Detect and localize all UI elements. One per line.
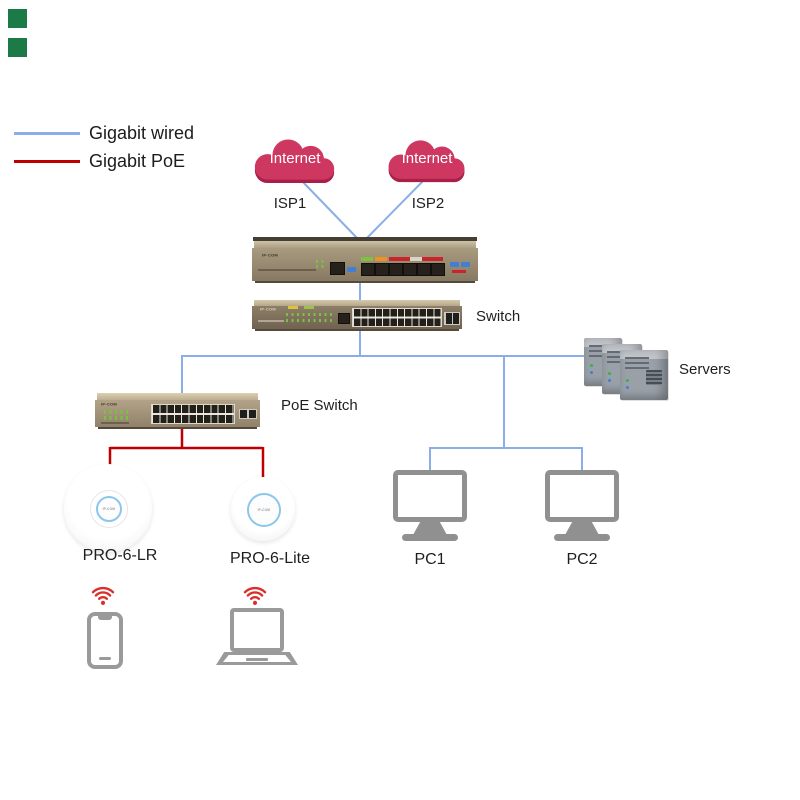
ap-ring: IP-COM: [96, 496, 122, 522]
led-label: [288, 306, 298, 309]
led-indicators: [286, 313, 332, 316]
lan-port: [417, 263, 431, 276]
device-top-surface: [254, 241, 476, 248]
monitor-base: [554, 534, 610, 541]
port-strip-label: [410, 257, 422, 261]
wan-port: [375, 263, 389, 276]
model-text-blur: [258, 269, 316, 271]
isp2-label: ISP2: [411, 195, 445, 212]
sfp-port: [239, 409, 248, 419]
ap-brand-text: IP-COM: [102, 507, 116, 511]
device-top-edge: [253, 237, 477, 241]
isp1-label: ISP1: [273, 195, 307, 212]
led-green: [608, 372, 611, 375]
usb-port: [461, 262, 470, 267]
monitor-icon: [545, 470, 619, 522]
poe-switch: IP-COM: [95, 393, 260, 429]
device-bottom-edge: [98, 427, 257, 429]
server-tower: [620, 350, 668, 400]
gigabit-wired-lines: [181, 179, 600, 472]
led-indicators: [104, 410, 130, 414]
console-port: [338, 313, 350, 324]
pc1-label: PC1: [414, 551, 446, 568]
device-bottom-edge: [255, 281, 475, 283]
device-top-surface: [254, 300, 460, 306]
port-strip-orange: [375, 257, 387, 261]
ap-brand-text: IP-COM: [257, 508, 271, 512]
legend-poe-label: Gigabit PoE: [89, 151, 186, 171]
laptop-deck: [216, 652, 298, 665]
ap2-label: PRO-6-Lite: [229, 550, 311, 567]
wifi-icon: [91, 586, 115, 605]
led-indicators: [286, 319, 332, 322]
led-green: [590, 364, 593, 367]
green-square-marker: [8, 38, 27, 57]
pc2-label: PC2: [566, 551, 598, 568]
laptop-screen: [230, 608, 284, 652]
led-blue: [626, 386, 629, 389]
lan-port: [403, 263, 417, 276]
brand-text: IP-COM: [262, 253, 278, 258]
monitor-base: [402, 534, 458, 541]
led-blue: [590, 371, 593, 374]
core-switch: IP-COM: [252, 300, 462, 331]
led-label: [304, 306, 314, 309]
phone-home-bar: [99, 657, 111, 660]
lan-port: [389, 263, 403, 276]
ap1-label: PRO-6-LR: [82, 547, 158, 564]
blue-port: [347, 267, 356, 272]
legend-wired-line: [14, 132, 80, 135]
ap-ring: IP-COM: [247, 493, 281, 527]
cloud-label: Internet: [269, 150, 321, 167]
red-label: [452, 270, 466, 273]
legend-poe-line: [14, 160, 80, 163]
servers-label: Servers: [679, 361, 731, 378]
cloud-label: Internet: [401, 150, 453, 167]
led-indicators: [104, 416, 130, 420]
cloud-icon: [254, 139, 335, 184]
laptop-icon: [216, 608, 298, 665]
monitor-icon: [393, 470, 467, 522]
lan-port: [431, 263, 445, 276]
monitor-stand: [413, 522, 447, 535]
switch-label: Switch: [476, 308, 521, 325]
sfp-port: [248, 409, 257, 419]
device-bottom-edge: [255, 329, 459, 331]
port-strip-green: [361, 257, 373, 261]
model-text-blur: [258, 320, 284, 322]
server-slots: [625, 357, 649, 370]
led-green: [626, 379, 629, 382]
ap-halo: [90, 490, 128, 528]
smartphone-icon: [87, 612, 123, 669]
wan-port: [361, 263, 375, 276]
poe-switch-label: PoE Switch: [281, 397, 358, 414]
led-indicators: [316, 265, 324, 268]
monitor-stand: [565, 522, 599, 535]
legend-wired-label: Gigabit wired: [89, 123, 195, 143]
console-port: [330, 262, 345, 275]
wifi-icon: [243, 586, 267, 605]
model-text-blur: [101, 422, 129, 424]
device-top-surface: [97, 393, 258, 400]
usb-port: [450, 262, 459, 267]
brand-text: IP-COM: [260, 307, 276, 312]
led-blue: [608, 379, 611, 382]
rj45-port-block: [151, 404, 235, 424]
internet-cloud-isp2: Internet: [382, 134, 472, 189]
gateway-router: IP-COM: [252, 237, 478, 283]
rj45-port-block: [352, 308, 442, 327]
green-square-marker: [8, 9, 27, 28]
sfp-ports: [444, 312, 460, 325]
server-vent: [646, 370, 662, 385]
led-indicators: [316, 260, 324, 263]
phone-notch: [98, 616, 112, 620]
cloud-icon: [388, 140, 465, 183]
internet-cloud-isp1: Internet: [248, 134, 342, 189]
laptop-slot: [246, 658, 268, 661]
brand-text: IP-COM: [101, 402, 117, 407]
